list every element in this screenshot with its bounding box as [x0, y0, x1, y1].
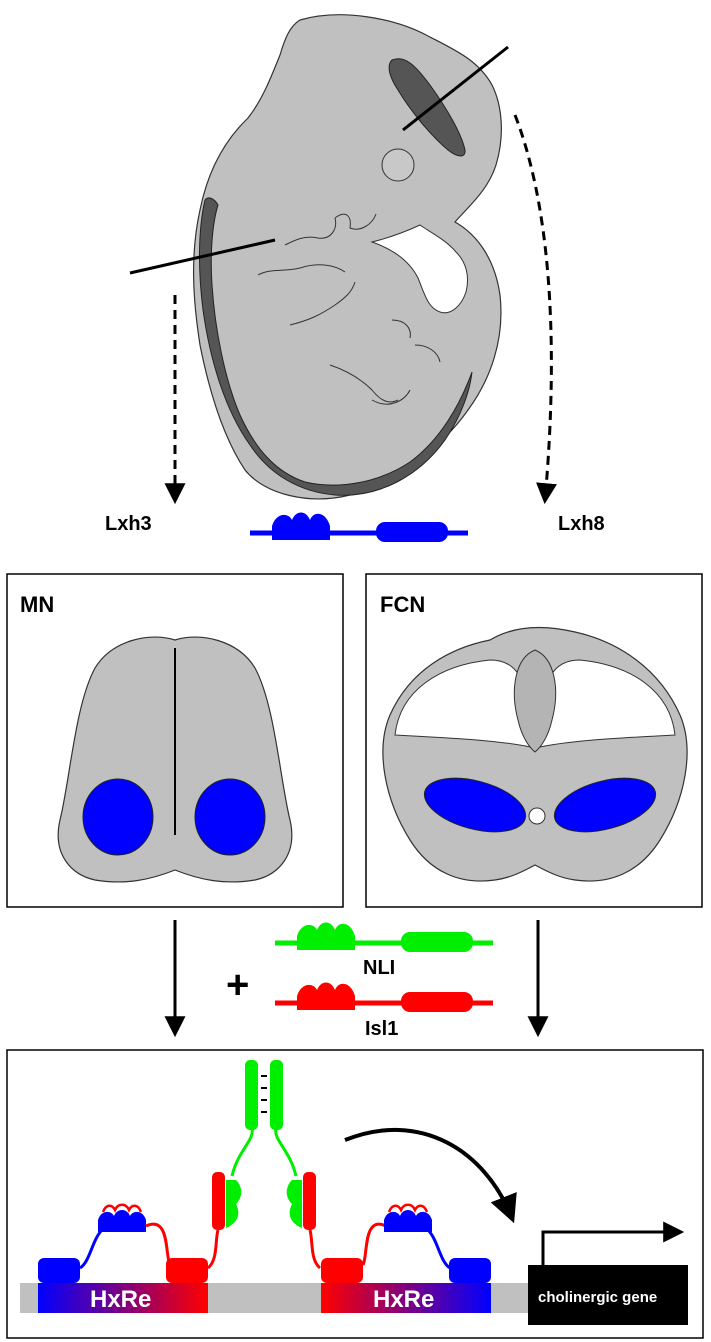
hxre-element-right: [321, 1283, 491, 1313]
nli-bound-left: [226, 1060, 258, 1228]
spinal-cord-dark-band: [198, 197, 473, 496]
section-line-forebrain: [402, 45, 509, 132]
lim-hd-bound-right: [384, 1203, 491, 1283]
panel-hexamer-complex: HxRe HxRe cholinergic gene: [6, 1049, 704, 1339]
forebrain-dark-region: [388, 58, 466, 157]
nli-bound-right: [270, 1060, 302, 1228]
lim-hd-protein-blue: [250, 512, 468, 542]
fcn-title: FCN: [380, 592, 425, 617]
cholinergic-gene-label: cholinergic gene: [538, 1289, 657, 1306]
section-line-hindbrain: [129, 238, 276, 275]
midline-septum: [513, 649, 557, 753]
cholinergic-gene-box: [528, 1265, 688, 1325]
lim-hd-bound-left: [38, 1203, 146, 1283]
isl1-bound-left: [145, 1172, 225, 1283]
transcription-start-arrow: [541, 1221, 685, 1265]
isl1-bound-right: [303, 1172, 387, 1283]
activation-arrow: [344, 1127, 517, 1224]
embryo-illustration: [129, 14, 509, 500]
mn-title: MN: [20, 592, 54, 617]
mn-motor-column-left: [82, 778, 154, 856]
panel-fcn: FCN: [365, 573, 703, 908]
lim-loop-red-right: [387, 1203, 429, 1213]
embryo-outline-details: [257, 213, 441, 405]
hxre-label-left: HxRe: [90, 1286, 151, 1313]
embryo-inner-cavity: [370, 224, 469, 314]
fcn-nucleus-left: [423, 777, 527, 833]
nli-label: NLI: [363, 957, 395, 979]
lxh3-label: Lxh3: [105, 513, 152, 535]
eye-circle: [381, 148, 415, 182]
dashed-arrow-right: [513, 114, 557, 505]
nli-protein-green: [275, 922, 493, 952]
dimer-interface-dashes: [261, 1075, 267, 1113]
lim-loop-red-left: [101, 1203, 143, 1213]
panel-mn: MN: [6, 573, 344, 908]
mn-motor-column-right: [194, 778, 266, 856]
plus-sign: +: [226, 963, 249, 1007]
hxre-element-left: [38, 1283, 208, 1313]
hxre-label-right: HxRe: [373, 1286, 434, 1313]
isl1-protein-red: [275, 982, 493, 1012]
lxh8-label: Lxh8: [558, 513, 605, 535]
fcn-central-canal: [528, 807, 546, 825]
isl1-label: Isl1: [365, 1018, 398, 1040]
fcn-nucleus-right: [553, 777, 657, 833]
